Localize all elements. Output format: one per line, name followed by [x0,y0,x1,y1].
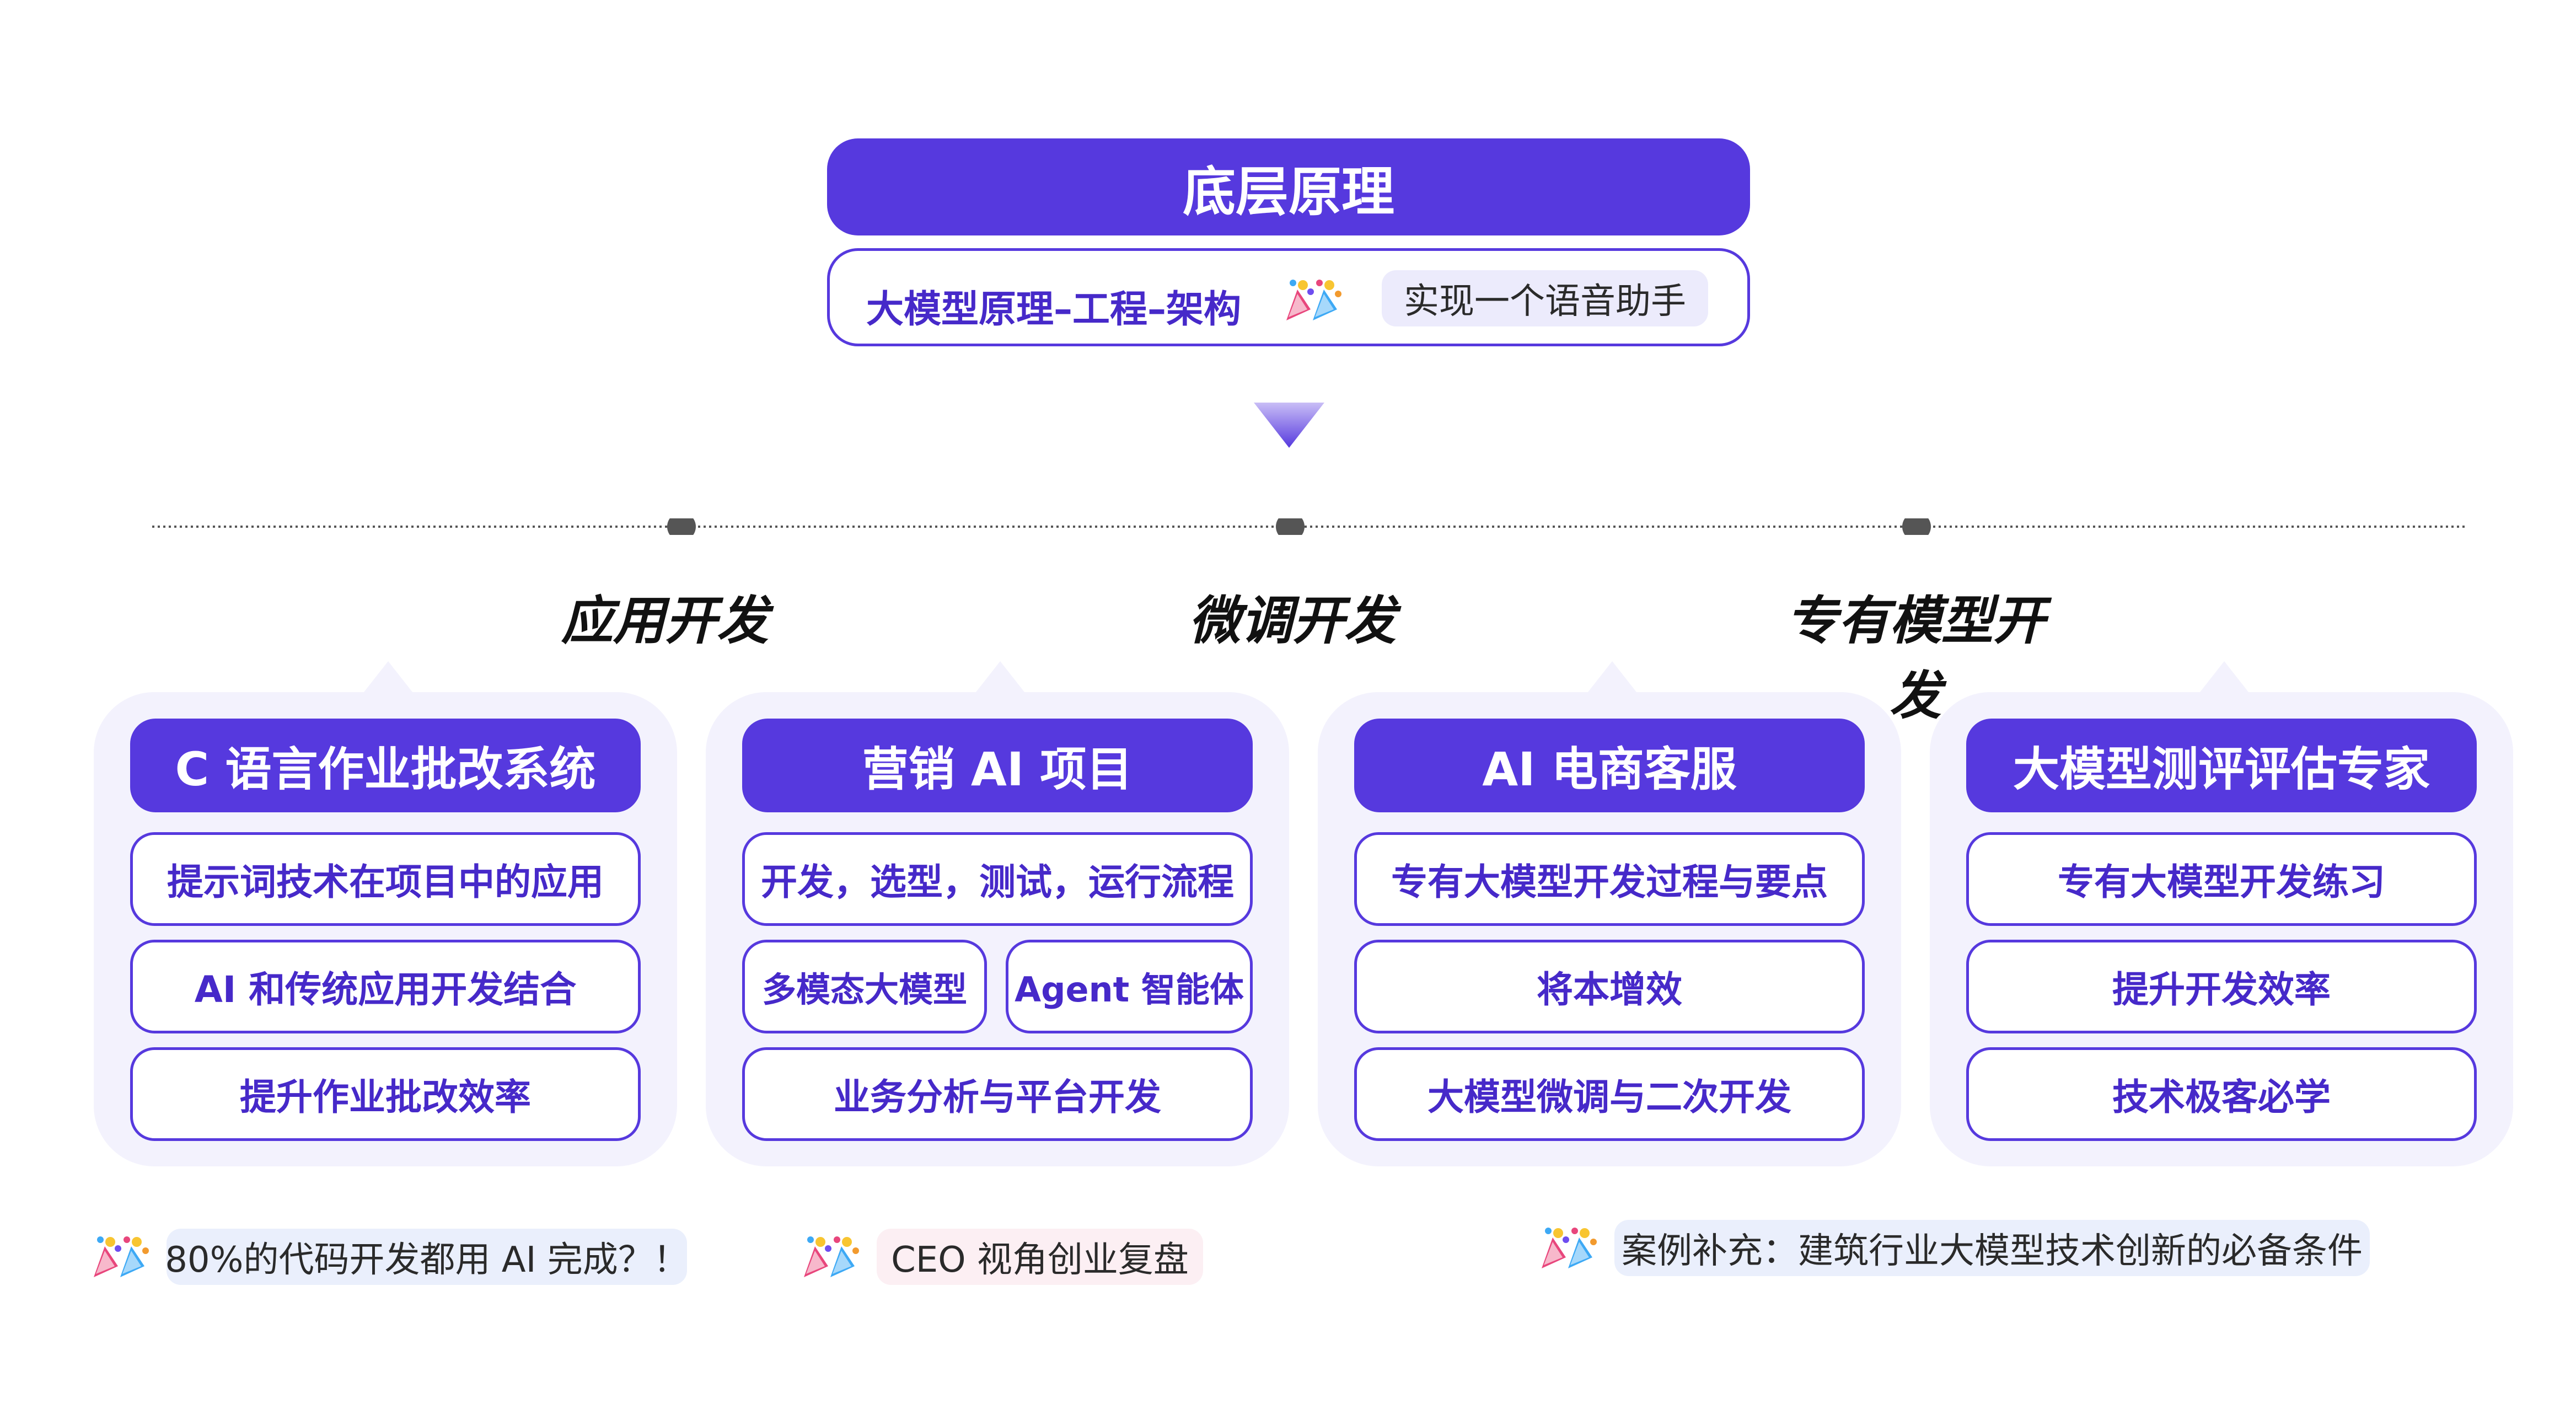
timeline-dot-icon [667,518,696,535]
note-chip-construction-case[interactable]: 案例补充：建筑行业大模型技术创新的必备条件 [1614,1220,2370,1276]
party-popper-icon [1286,280,1341,320]
stage-label-finetune: 微调开发 [1188,591,1396,651]
top-title: 底层原理 [827,138,1750,235]
timeline [152,518,2468,535]
party-popper-icon [804,1236,859,1277]
card-item[interactable]: 提示词技术在项目中的应用 [130,832,641,926]
voice-assistant-chip[interactable]: 实现一个语音助手 [1382,270,1708,326]
card-title[interactable]: 营销 AI 项目 [742,719,1253,812]
card-item[interactable]: 业务分析与平台开发 [742,1047,1253,1141]
card-item[interactable]: 专有大模型开发过程与要点 [1354,832,1865,926]
card-notch [976,661,1024,692]
card-notch [364,661,412,692]
card-title[interactable]: C 语言作业批改系统 [130,719,641,812]
down-triangle-icon [1254,403,1324,448]
project-card-ecommerce-service: AI 电商客服 专有大模型开发过程与要点 将本增效 大模型微调与二次开发 [1318,661,1901,1166]
card-item[interactable]: 技术极客必学 [1966,1047,2477,1141]
project-card-marketing-ai: 营销 AI 项目 开发，选型，测试，运行流程 多模态大模型 Agent 智能体 … [706,661,1289,1166]
card-item[interactable]: 多模态大模型 [742,940,987,1033]
stage-label-application: 应用开发 [561,591,769,651]
card-item[interactable]: 专有大模型开发练习 [1966,832,2477,926]
timeline-dot-icon [1276,518,1305,535]
project-card-c-grading: C 语言作业批改系统 提示词技术在项目中的应用 AI 和传统应用开发结合 提升作… [94,661,677,1166]
note-chip-ai-coding[interactable]: 80%的代码开发都用 AI 完成？！ [165,1229,689,1285]
card-item[interactable]: 开发，选型，测试，运行流程 [742,832,1253,926]
party-popper-icon [1542,1228,1597,1268]
card-item[interactable]: 提升开发效率 [1966,940,2477,1033]
project-card-model-evaluation: 大模型测评评估专家 专有大模型开发练习 提升开发效率 技术极客必学 [1930,661,2513,1166]
top-subtitle: 大模型原理–工程–架构 [866,288,1242,331]
card-title[interactable]: AI 电商客服 [1354,719,1865,812]
stage-label-proprietary: 专有模型开发 [1785,591,2045,726]
card-item[interactable]: 将本增效 [1354,940,1865,1033]
card-notch [1588,661,1636,692]
timeline-dot-icon [1902,518,1931,535]
party-popper-icon [94,1236,149,1277]
card-notch [2200,661,2248,692]
card-item[interactable]: Agent 智能体 [1006,940,1253,1033]
card-title[interactable]: 大模型测评评估专家 [1966,719,2477,812]
card-item[interactable]: 大模型微调与二次开发 [1354,1047,1865,1141]
card-item[interactable]: AI 和传统应用开发结合 [130,940,641,1033]
note-chip-ceo-review[interactable]: CEO 视角创业复盘 [877,1229,1203,1285]
top-subtitle-box: 大模型原理–工程–架构 实现一个语音助手 [827,248,1750,346]
card-item[interactable]: 提升作业批改效率 [130,1047,641,1141]
